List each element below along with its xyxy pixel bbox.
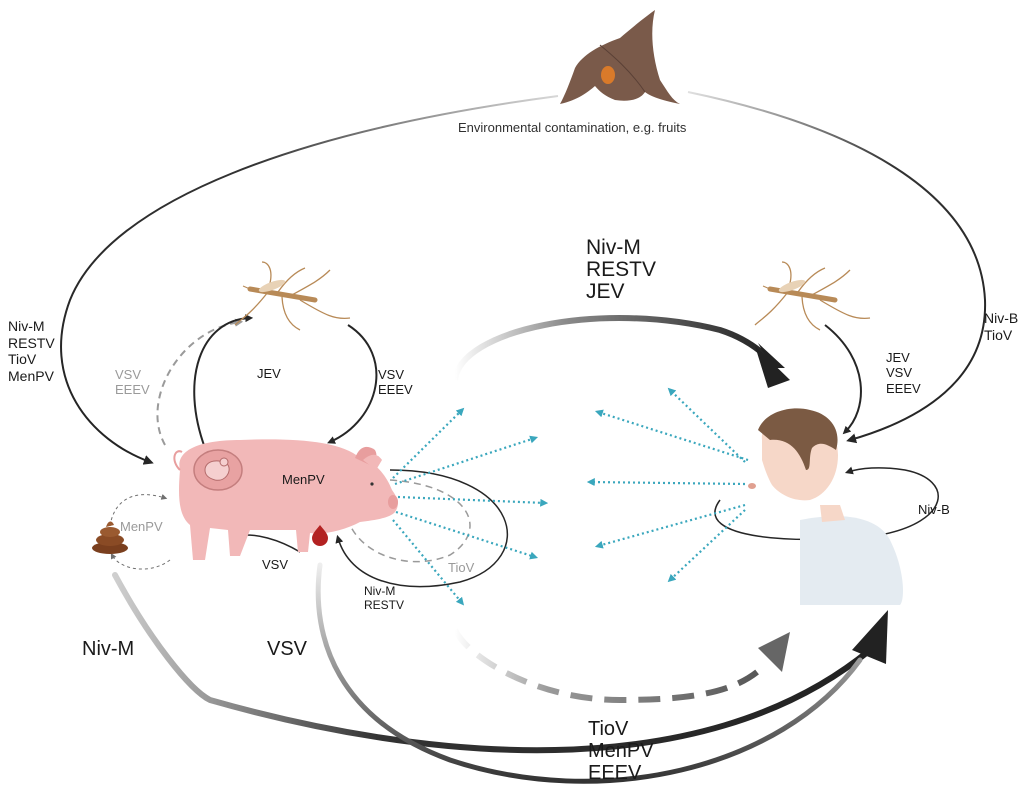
pig-to-human-top-label-line: JEV — [586, 281, 656, 303]
aerosol-rays — [393, 390, 748, 603]
mosquito-to-human-arrow — [825, 325, 861, 432]
mosquito-icon — [755, 262, 870, 330]
pig-to-mosquito-dashed-label-line: EEEV — [115, 382, 150, 397]
mosquito-icon — [235, 262, 350, 330]
bat-to-human-arrow — [688, 92, 985, 440]
pig-to-human-bottom-arrowhead — [852, 610, 888, 664]
pig-to-feces-loop-arrow — [112, 555, 170, 569]
pig-to-mosquito-label: JEV — [257, 366, 281, 381]
pig-to-human-top-label: Niv-M RESTV JEV — [586, 237, 656, 303]
mosquito-to-pig-label: VSV EEEV — [378, 367, 413, 398]
bat-to-human-label-line: TioV — [984, 327, 1018, 344]
pig-to-pig-tiov-label: TioV — [448, 560, 474, 575]
bat-to-pig-arrow — [61, 96, 558, 462]
mosquito-to-pig-label-line: VSV — [378, 367, 413, 382]
feces-route-label: Niv-M — [82, 638, 134, 662]
pig-to-human-dashed-arrow — [455, 630, 765, 700]
bat-to-pig-label-line: RESTV — [8, 335, 55, 352]
pig-to-human-dashed-arrowhead — [758, 632, 790, 672]
feces-loop-label: MenPV — [120, 519, 163, 534]
bat-to-human-label-line: Niv-B — [984, 310, 1018, 327]
pig-to-pig-niv-label-line: RESTV — [364, 598, 404, 612]
pig-to-human-bottom-label: TioV MenPV EEEV — [588, 718, 654, 784]
pig-self-loop-label: VSV — [262, 557, 288, 572]
mosquito-to-human-label-line: JEV — [886, 350, 921, 365]
mosquito-to-human-label: JEV VSV EEEV — [886, 350, 921, 396]
vsv-route-label: VSV — [267, 638, 307, 662]
bat-to-pig-label: Niv-M RESTV TioV MenPV — [8, 318, 55, 384]
pig-to-pig-niv-label: Niv-M RESTV — [364, 584, 404, 612]
pig-to-mosquito-dashed-label-line: VSV — [115, 367, 150, 382]
bat-to-pig-label-line: MenPV — [8, 368, 55, 385]
pig-to-human-bottom-label-line: TioV — [588, 718, 654, 740]
mosquito-to-human-label-line: EEEV — [886, 381, 921, 396]
bat-to-pig-label-line: TioV — [8, 351, 55, 368]
pig-to-pig-niv-label-line: Niv-M — [364, 584, 404, 598]
pig-to-mosquito-arrow — [194, 318, 250, 448]
pig-to-human-top-label-line: Niv-M — [586, 237, 656, 259]
human-icon — [748, 408, 903, 605]
mosquito-to-pig-label-line: EEEV — [378, 382, 413, 397]
mosquito-to-pig-arrow — [330, 325, 376, 442]
pig-to-human-bottom-label-line: MenPV — [588, 740, 654, 762]
mosquito-to-human-label-line: VSV — [886, 365, 921, 380]
pig-to-human-bottom-label-line: EEEV — [588, 762, 654, 784]
fetal-transmission-label: MenPV — [282, 472, 325, 487]
bat-to-human-label: Niv-B TioV — [984, 310, 1018, 343]
pig-to-human-top-arrow — [455, 318, 770, 380]
environmental-contamination-label: Environmental contamination, e.g. fruits — [458, 120, 686, 135]
fetus-icon — [194, 450, 242, 490]
bat-icon — [560, 10, 680, 104]
human-to-human-label: Niv-B — [918, 502, 950, 517]
bat-to-pig-label-line: Niv-M — [8, 318, 55, 335]
pig-to-human-top-label-line: RESTV — [586, 259, 656, 281]
pig-to-mosquito-dashed-label: VSV EEEV — [115, 367, 150, 398]
